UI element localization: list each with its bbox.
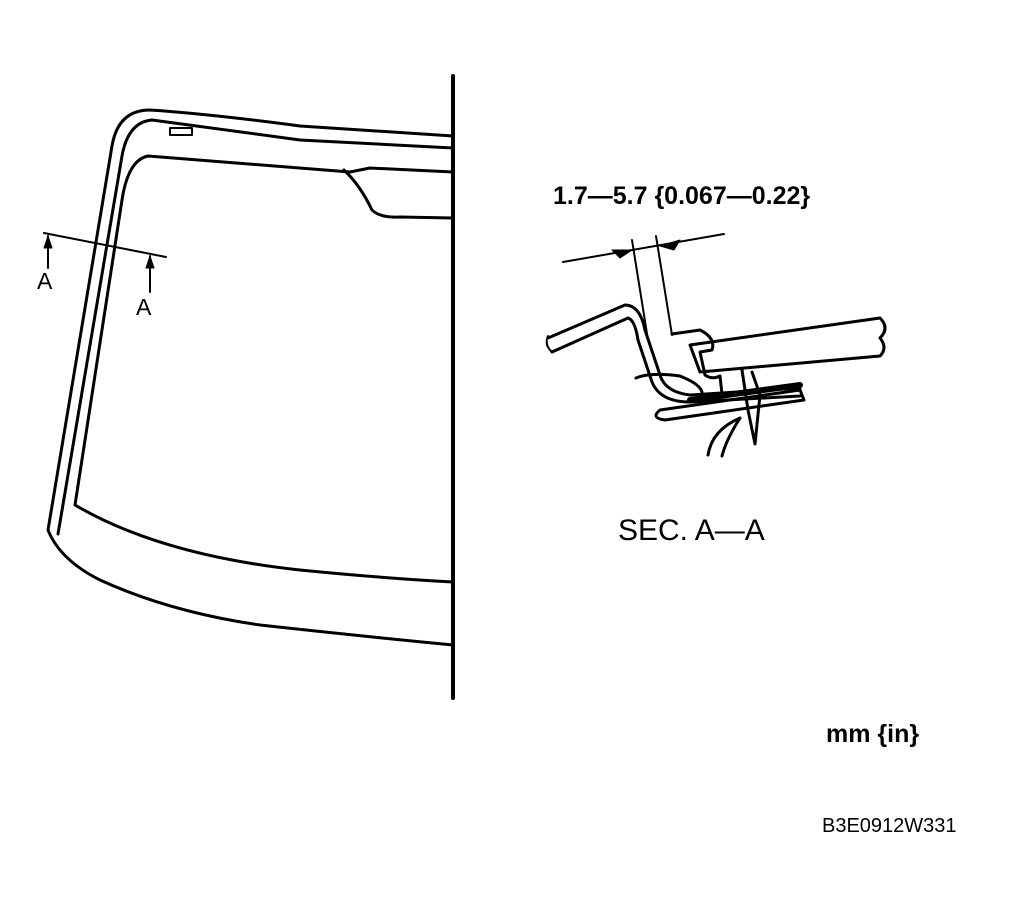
extension-line-2 [655,235,673,336]
roof-panel [546,303,802,397]
section-mark-right: A [136,294,152,320]
section-title: SEC. A—A [618,514,765,547]
dimension-arrow-2 [659,239,681,251]
units-label: mm {in} [826,720,920,748]
extension-line-1 [631,239,649,341]
glass-panel [688,316,887,374]
logo-mark [169,127,193,136]
mirror-bracket-area [342,168,455,220]
molding-lip [634,372,704,394]
molding [670,328,724,396]
dimension-line [562,233,725,263]
section-mark-left: A [37,268,53,294]
arrowhead-right [145,255,155,269]
dam-rubber [740,368,762,446]
arrowhead-left [43,235,53,249]
windshield-inner-edge [56,118,455,536]
dimension-label: 1.7—5.7 {0.067—0.22} [553,182,811,210]
section-cut-line [43,232,167,258]
body-flange [654,388,806,422]
figure-id: B3E0912W331 [822,815,957,837]
windshield-outer-edge [46,108,455,647]
body-curve [706,416,742,458]
dimension-arrow-1 [611,249,633,259]
ceramic-band-edge [73,154,455,584]
roof-panel-inner [550,316,802,404]
